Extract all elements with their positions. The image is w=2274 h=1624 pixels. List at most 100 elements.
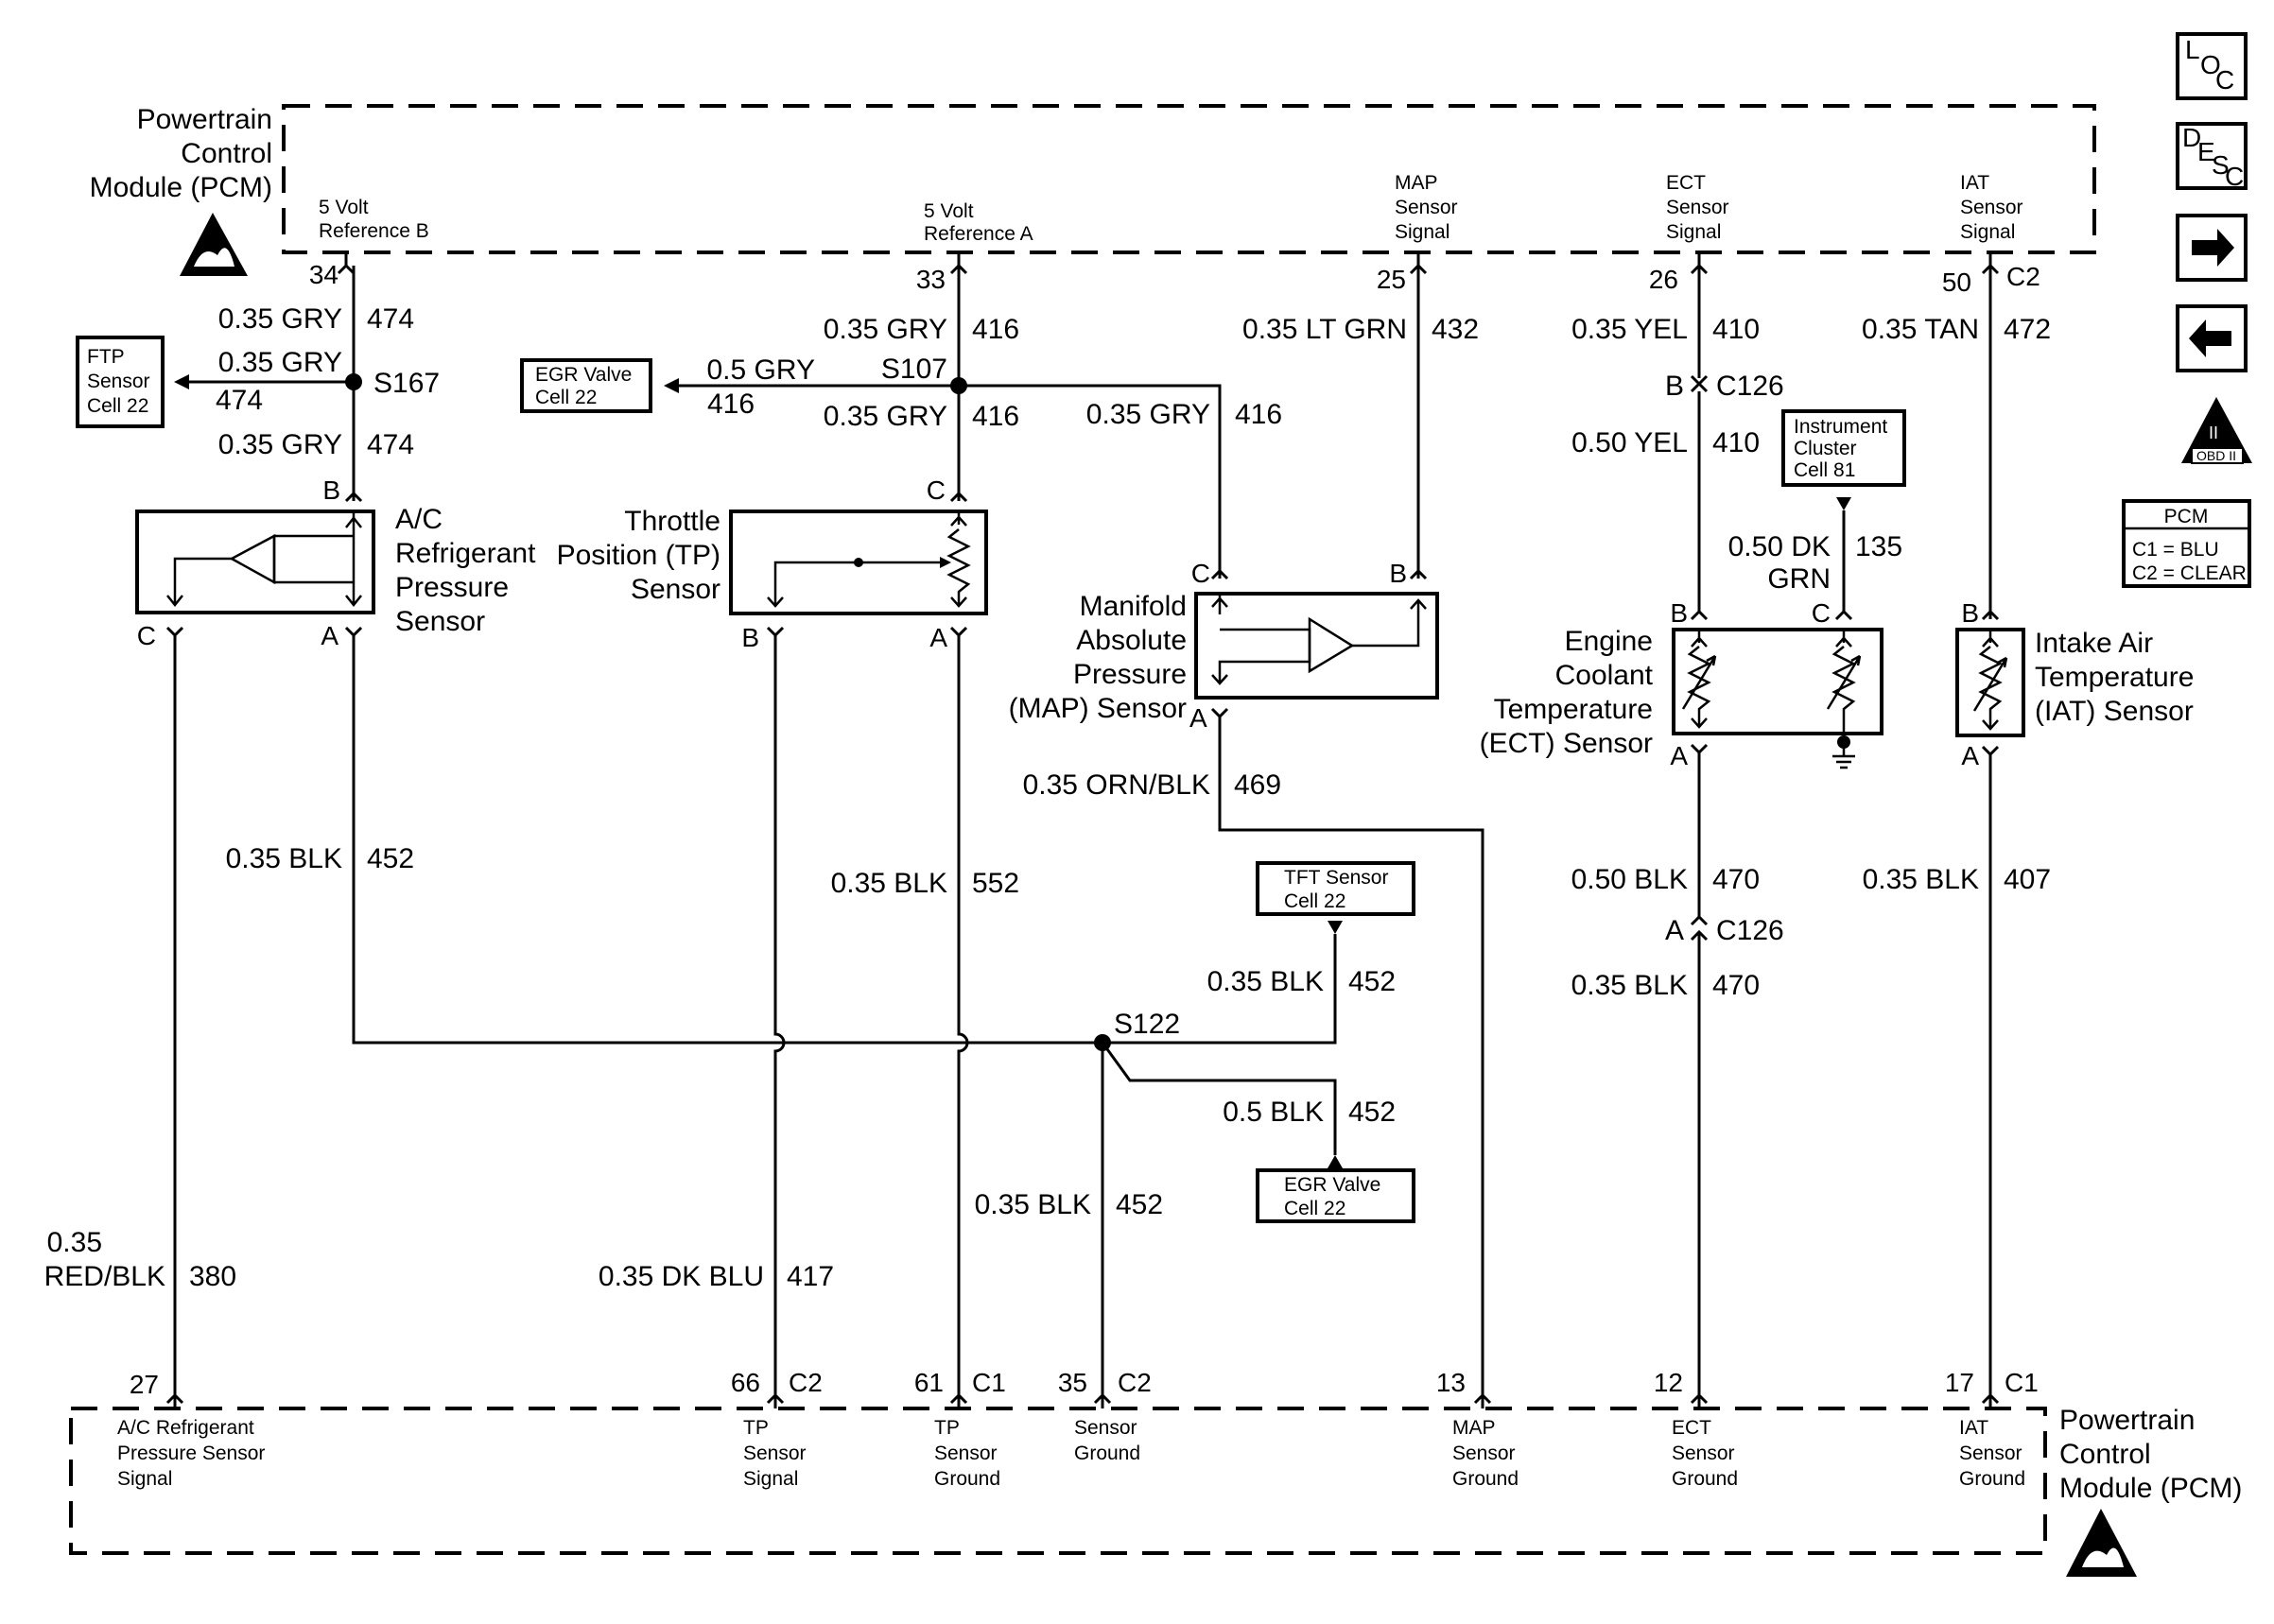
wire-470-num-2: 470 (1712, 970, 1760, 1001)
wire-470-size-2: 0.35 BLK (1571, 970, 1688, 1001)
pin-12-desc-3: Ground (1672, 1468, 1738, 1490)
splice-s122-label: S122 (1114, 1009, 1180, 1040)
wire-416-egr-size: 0.5 GRY (706, 354, 815, 386)
tp-sensor-symbol (767, 511, 971, 608)
pin-25-number: 25 (1377, 265, 1406, 294)
pin-33-desc-1: 5 Volt (924, 200, 974, 222)
ect-label-3: Temperature (1494, 694, 1653, 725)
tft-ref-2: Cell 22 (1284, 890, 1345, 912)
prev-arrow-button[interactable] (2176, 304, 2248, 372)
pcm-bottom-label-2: Control (2059, 1439, 2151, 1470)
loc-button[interactable]: L O C (2176, 32, 2248, 100)
c126-b-terminal (1690, 374, 1709, 393)
ftp-ref-3: Cell 22 (87, 395, 148, 417)
pin-50-desc-1: IAT (1960, 172, 1989, 194)
wire-452-ground-num: 452 (1116, 1189, 1163, 1220)
wire-135-num: 135 (1855, 531, 1902, 562)
pin-61-desc-1: TP (934, 1417, 960, 1439)
desc-letter-3: S (2212, 150, 2230, 180)
ect-pin-b-label: B (1670, 598, 1688, 628)
pin-50-number: 50 (1942, 268, 1971, 297)
wire-410-num-2: 410 (1712, 427, 1760, 458)
ac-pressure-sensor-box (135, 510, 375, 614)
ftp-ref-2: Sensor (87, 371, 150, 392)
pcm-top-label-2: Control (181, 138, 272, 169)
legend-title: PCM (2164, 506, 2209, 527)
wire-416-size-2: 0.35 GRY (824, 401, 947, 432)
wire-416-size-1: 0.35 GRY (824, 314, 947, 345)
ic-ref-2: Cluster (1794, 438, 1857, 459)
pin-12-desc-2: Sensor (1672, 1443, 1735, 1464)
tp-label-2: Position (TP) (557, 540, 720, 571)
iat-pin-b-terminal (1981, 609, 2000, 621)
instrument-cluster-ref-box (1781, 409, 1906, 487)
pin-13-desc-1: MAP (1452, 1417, 1496, 1439)
map-label-4: (MAP) Sensor (1009, 693, 1187, 724)
legend-c1: C1 = BLU (2132, 539, 2219, 561)
wire-472-num: 472 (2004, 314, 2051, 345)
map-pin-c-label: C (1191, 559, 1210, 588)
map-label-3: Pressure (1073, 659, 1187, 690)
pin-27-desc-2: Pressure Sensor (117, 1443, 265, 1464)
pin-25-desc-2: Sensor (1395, 197, 1458, 218)
obd-text: OBD II (2196, 448, 2236, 463)
ac-pin-b-terminal (344, 491, 363, 503)
ect-label-2: Coolant (1555, 660, 1654, 691)
egr-bottom-ref-2: Cell 22 (1284, 1198, 1345, 1219)
next-arrow-button[interactable] (2176, 214, 2248, 282)
wire-470-size-1: 0.50 BLK (1571, 864, 1688, 895)
ic-ref-3: Cell 81 (1794, 459, 1855, 481)
wire-452-egr (1101, 1042, 1337, 1155)
c126-a-pin: A (1665, 915, 1684, 946)
right-arrow-icon (2192, 229, 2234, 267)
wire-474-num-2: 474 (367, 429, 414, 460)
wire-452-ground-size: 0.35 BLK (975, 1189, 1091, 1220)
pin-13-number: 13 (1436, 1368, 1466, 1397)
pin-26-desc-1: ECT (1666, 172, 1706, 194)
pcm-bottom-outline (69, 1407, 2047, 1555)
desc-button[interactable]: D E S C (2176, 122, 2248, 191)
pin-27-desc-3: Signal (117, 1468, 172, 1490)
pin-12-number: 12 (1654, 1368, 1683, 1397)
loc-letter-2: O (2200, 50, 2221, 79)
pin-35-connector: C2 (1118, 1368, 1152, 1397)
map-label-1: Manifold (1080, 591, 1187, 622)
wire-469 (1210, 707, 1484, 1394)
wire-552-num: 552 (972, 868, 1019, 899)
wire-474-size-1: 0.35 GRY (218, 303, 342, 335)
pin-61-desc-3: Ground (934, 1468, 1000, 1490)
pin-17-desc-3: Ground (1959, 1468, 2025, 1490)
pin-17-desc-2: Sensor (1959, 1443, 2022, 1464)
wire-470-upper (1690, 743, 1709, 917)
left-arrow-icon (2189, 320, 2231, 357)
pin-61-number: 61 (914, 1368, 944, 1397)
pin-27-desc-1: A/C Refrigerant (117, 1417, 254, 1439)
pin-17-desc-1: IAT (1959, 1417, 1988, 1439)
arrow-from-tft (1328, 921, 1343, 934)
egr-top-ref-2: Cell 22 (535, 387, 597, 408)
wire-474-num-3: 474 (216, 385, 263, 416)
ftp-ref-1: FTP (87, 346, 125, 368)
wire-380 (165, 626, 184, 1394)
desc-letter-4: C (2225, 162, 2244, 191)
pin-17-number: 17 (1945, 1368, 1974, 1397)
wire-552-size: 0.35 BLK (831, 868, 947, 899)
ac-pin-c-label: C (137, 621, 156, 650)
pcm-top-label-3: Module (PCM) (90, 172, 272, 203)
arrow-to-egr (664, 378, 679, 393)
iat-pin-b-label: B (1961, 598, 1979, 628)
wire-432-size: 0.35 LT GRN (1242, 314, 1407, 345)
wire-452-tft-num: 452 (1348, 966, 1396, 997)
pin-13-desc-2: Sensor (1452, 1443, 1516, 1464)
pin-50-connector: C2 (2006, 262, 2040, 291)
obd-ii-icon: II OBD II (2181, 397, 2252, 464)
wire-469-size: 0.35 ORN/BLK (1023, 769, 1210, 801)
ic-ref-1: Instrument (1794, 416, 1887, 438)
c126-a-name: C126 (1716, 915, 1784, 946)
wire-417-size: 0.35 DK BLU (599, 1261, 764, 1292)
wire-469-num: 469 (1234, 769, 1281, 801)
ftp-sensor-ref-box (76, 336, 165, 428)
pin-66-number: 66 (731, 1368, 760, 1397)
pin-26-desc-3: Signal (1666, 221, 1721, 243)
wire-417 (766, 626, 786, 1394)
